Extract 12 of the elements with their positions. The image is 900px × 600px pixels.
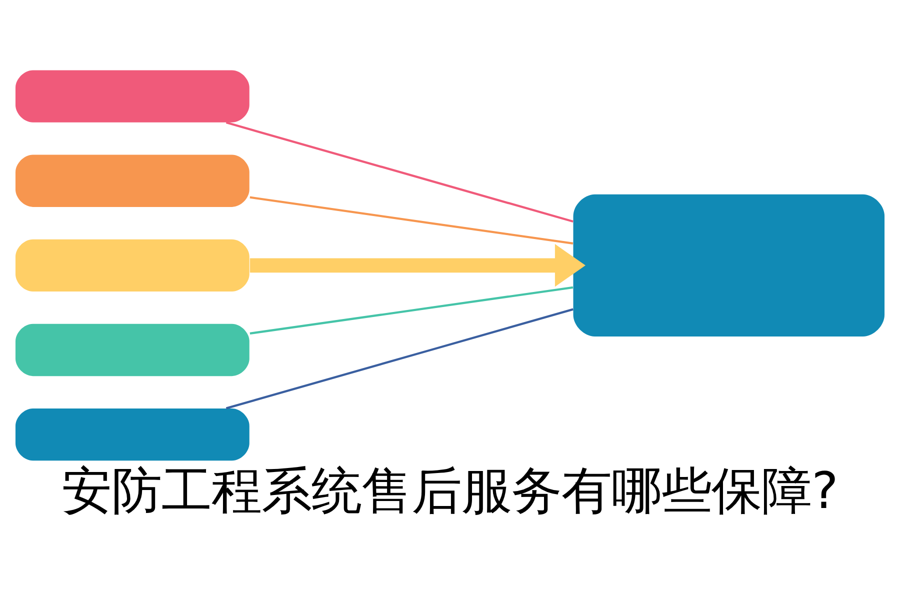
node-box — [573, 194, 885, 336]
connector — [226, 308, 574, 409]
node-box — [15, 408, 250, 460]
diagram-title: 安防工程系统售后服务有哪些保障? — [62, 460, 838, 520]
node-box — [15, 70, 250, 122]
node-box — [15, 238, 250, 291]
connector — [250, 286, 574, 334]
node-box — [15, 154, 250, 206]
arrow — [250, 244, 586, 286]
node-box — [15, 323, 250, 376]
connector — [226, 120, 574, 222]
connector — [250, 196, 574, 244]
